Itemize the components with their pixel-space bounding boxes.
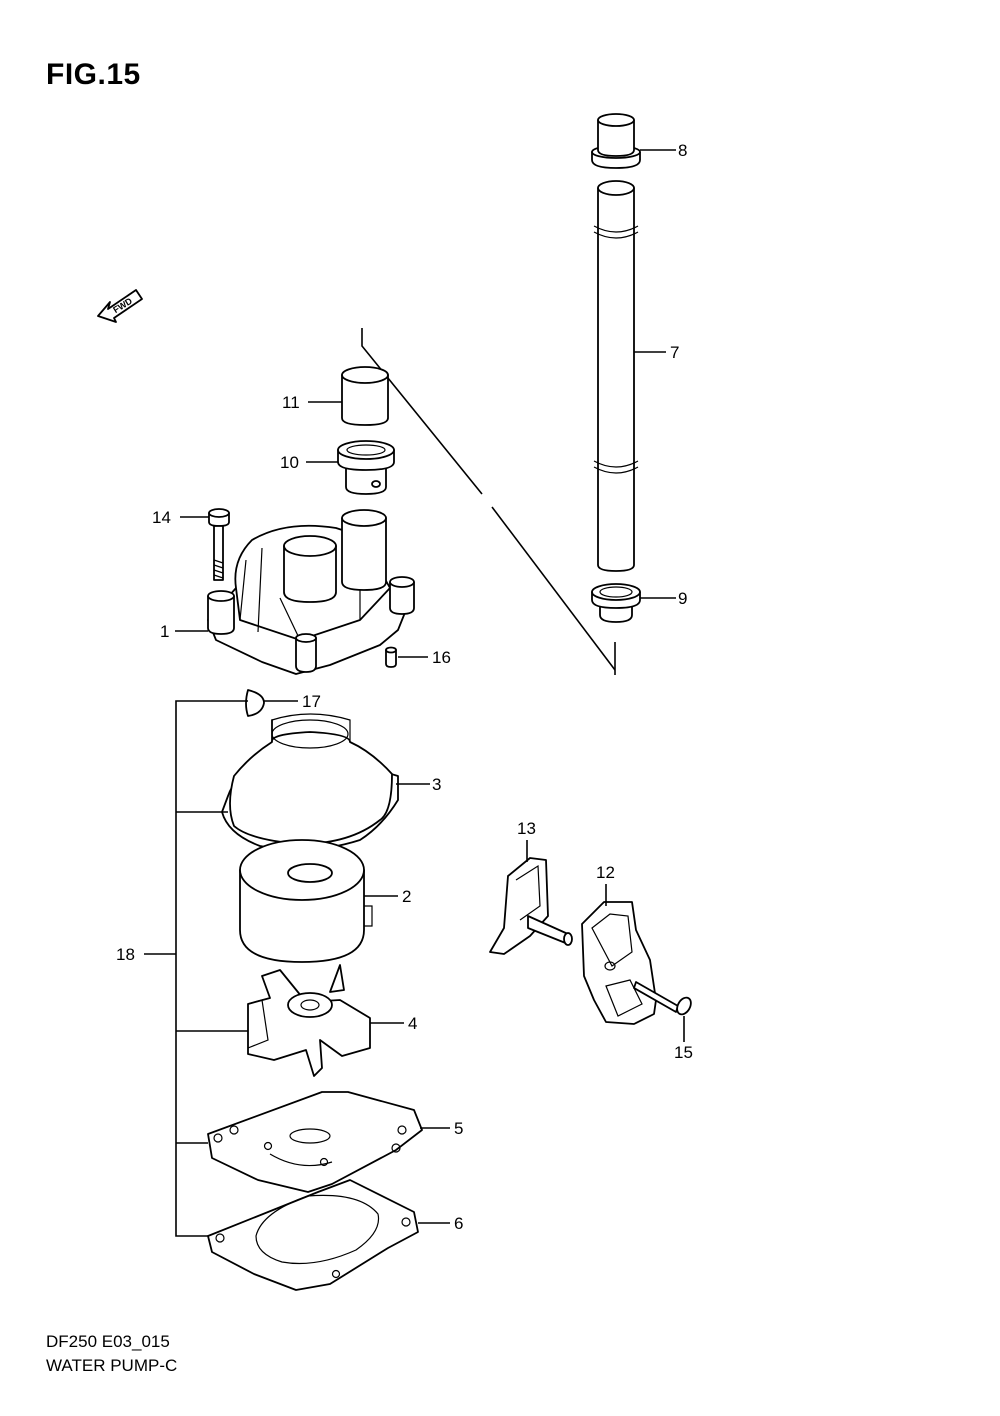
callout-2: 2: [402, 887, 411, 906]
callout-15: 15: [674, 1043, 693, 1062]
part-2-ring: [239, 839, 373, 963]
assembly-line: [361, 328, 616, 675]
callout-6: 6: [454, 1214, 463, 1233]
callout-14: 14: [152, 508, 171, 527]
callout-3: 3: [432, 775, 441, 794]
part-4-impeller: [247, 964, 371, 1077]
callout-13: 13: [517, 819, 536, 838]
callout-5: 5: [454, 1119, 463, 1138]
callout-7: 7: [670, 343, 679, 362]
part-14-bolt: [208, 508, 230, 581]
part-12-cover: [581, 901, 657, 1025]
model-code: DF250 E03_015: [46, 1332, 170, 1351]
part-7-water-tube: [593, 180, 639, 572]
callout-18: 18: [116, 945, 135, 964]
figure-footer: DF250 E03_015 WATER PUMP-C: [46, 1330, 177, 1378]
callout-17: 17: [302, 692, 321, 711]
leader-lines: [144, 149, 685, 1237]
part-9-seal: [591, 583, 641, 623]
callout-4: 4: [408, 1014, 417, 1033]
fwd-arrow-icon: FWD: [97, 289, 143, 323]
callout-1: 1: [160, 622, 169, 641]
part-5-plate: [207, 1091, 423, 1193]
callout-16: 16: [432, 648, 451, 667]
callout-9: 9: [678, 589, 687, 608]
figure-title: FIG.15: [46, 58, 141, 91]
callout-8: 8: [678, 141, 687, 160]
part-15-screw: [633, 981, 692, 1016]
callout-12: 12: [596, 863, 615, 882]
callout-labels: 8 7 9 11 10 14 1 16 17 3 13 12 2 18 4 15…: [116, 141, 693, 1233]
callout-11: 11: [282, 393, 300, 412]
part-8-sleeve: [591, 113, 641, 169]
part-6-gasket: [207, 1179, 419, 1291]
part-10-guide: [337, 440, 395, 495]
part-17-key: [245, 689, 265, 717]
part-16-pin: [385, 646, 397, 668]
callout-10: 10: [280, 453, 299, 472]
part-3-liner: [221, 713, 399, 851]
section-name: WATER PUMP-C: [46, 1356, 178, 1375]
part-1-pump-case: [207, 509, 415, 675]
part-13-grommet: [489, 857, 573, 955]
part-11-collar: [341, 366, 389, 426]
